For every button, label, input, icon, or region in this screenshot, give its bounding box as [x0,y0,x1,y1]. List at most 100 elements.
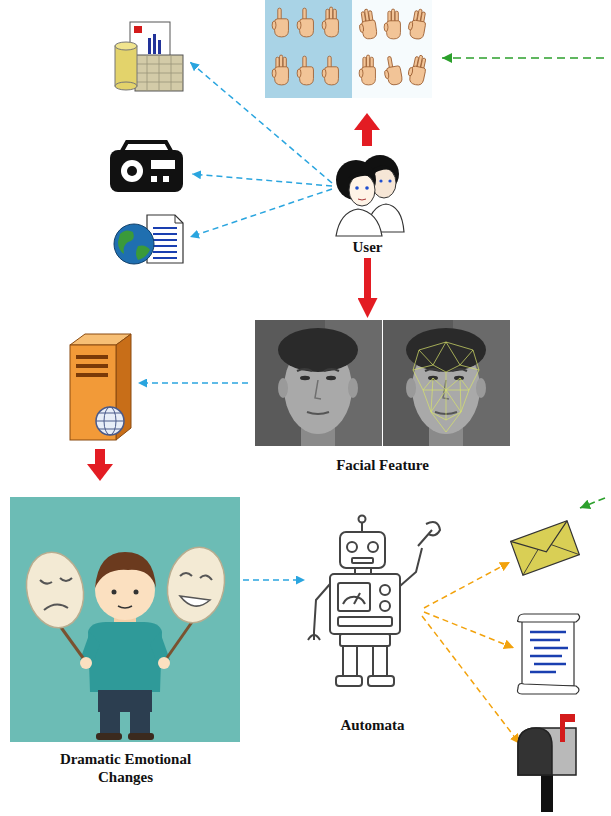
server-icon [96,413,124,429]
flow-connector [243,579,296,581]
file-box-icon [135,55,183,91]
robot-illustration [343,646,357,676]
figure-node: Facial Feature [250,318,515,476]
radio-icon [127,166,137,176]
emotion-illustration [180,596,210,606]
emotion-illustration [10,497,240,742]
flow-connector [364,258,371,298]
face-photos [413,342,479,432]
figure-node: Automata [305,516,440,736]
output-arrows [190,189,332,237]
web-document-icon [153,228,177,258]
sign-gesture-panel [359,55,375,85]
robot-illustration [359,516,366,523]
mailbox-icon [518,728,552,775]
server-icon [96,407,124,435]
emotion-illustration [161,542,232,628]
user-icon [348,172,375,182]
scroll-icon [522,620,574,686]
emotion-illustration [164,622,192,662]
web-document-icon [114,224,154,264]
radio-icon [122,142,171,151]
sign-gesture-panel [322,7,338,37]
emotion-illustration [88,622,162,692]
user-icon [358,199,366,200]
file-box-icon [153,34,156,54]
picture-space [330,150,405,238]
file-box-icon [158,40,161,54]
server-icon [76,355,108,359]
node-label: Facial Feature [336,456,429,474]
red-arrow-down [87,464,113,481]
robot-illustration [330,574,400,634]
radio-icon [151,176,157,182]
robot-illustration [368,542,378,552]
robot-illustration [336,676,362,686]
emotion-illustration [96,733,122,740]
face-photos [419,342,473,365]
user-icon [355,186,359,190]
robot-illustration [373,646,387,676]
robot-illustration [380,585,390,595]
sign-gesture-panel [297,8,313,37]
emotion-illustration [100,710,120,734]
emotion-illustration [158,657,170,669]
data-arrow [138,382,248,384]
emotion-illustration [60,626,86,662]
radio-icon [121,160,143,182]
output-arrows [190,62,332,183]
emotion-illustration [118,606,132,608]
file-box-icon [115,46,137,86]
emotion-illustration [180,573,212,580]
red-arrow-down [87,449,113,481]
robot-illustration [308,516,440,687]
emotion-illustration [10,497,240,742]
sign-gesture-panel [384,9,400,39]
connector-group [243,258,368,580]
emotion-illustration [128,733,154,740]
file-box-icon [115,42,137,50]
mailbox-icon [518,714,576,812]
envelope-icon [511,521,580,575]
sign-gesture-panel [382,55,403,86]
robot-illustration [380,601,390,611]
robot-illustration [354,593,360,604]
user-icon [379,179,382,182]
mailbox-icon [518,728,576,775]
sign-gesture-panel [297,56,313,85]
server-icon [70,334,131,440]
emotion-illustration [112,590,117,595]
mailbox-icon [560,714,575,722]
scroll-icon [518,614,580,694]
user-icon [372,165,396,174]
sign-gesture-panel [357,8,377,40]
output-arrows [192,174,332,186]
robot-illustration [314,584,330,632]
face-photos [255,320,382,446]
robot-illustration [340,634,390,646]
figure-node: Dramatic Emotional Changes [8,494,243,788]
red-arrow-up [354,113,380,146]
robot-output-arrows [424,562,510,608]
sign-gesture-panel [407,8,428,40]
scroll-icon [518,684,580,695]
node-label: User [353,238,383,256]
robot-illustration [347,542,357,552]
radio-icon [110,150,183,192]
face-photos [413,342,479,370]
file-box-icon [115,82,137,90]
face-photos [431,412,461,432]
robot-illustration [418,522,440,546]
file-box-icon [148,38,151,54]
scroll-icon [518,614,580,622]
emotion-illustration [98,690,152,712]
radio-icon [110,142,183,192]
server-icon [76,373,108,377]
face-photos [413,365,479,372]
envelope-icon [511,521,575,562]
sign-gesture-panel [265,0,352,98]
radio-icon [151,160,175,169]
sign-gesture-panel [406,54,428,87]
